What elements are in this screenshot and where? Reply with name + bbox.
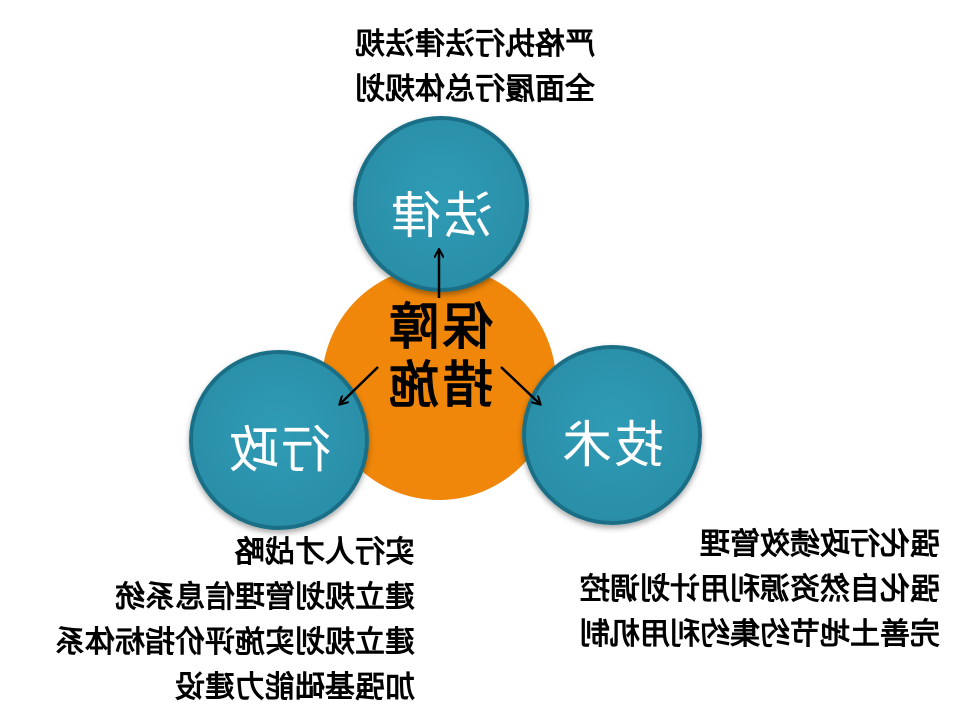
arrow-to-tech bbox=[340, 366, 379, 404]
admin-measure: 强化行政绩效管理 bbox=[700, 527, 940, 562]
tech-measures: 实行人才战略 建立规划管理信息系统 建立规划实施评价指标体系 加强基础能力建设 bbox=[55, 530, 415, 710]
tech-measure: 建立规划实施评价指标体系 bbox=[55, 625, 415, 660]
arrow-to-admin bbox=[500, 366, 540, 404]
admin-measure: 强化自然资源利用计划调控 bbox=[580, 572, 940, 607]
tech-measure: 实行人才战略 bbox=[235, 535, 415, 570]
law-measure: 严格执行法律法规 bbox=[355, 27, 595, 62]
law-measures: 严格执行法律法规 全面履行总体规划 bbox=[310, 22, 640, 112]
law-measure: 全面履行总体规划 bbox=[355, 72, 595, 107]
law-label: 法律 bbox=[389, 187, 493, 245]
admin-measures: 强化行政绩效管理 强化自然资源利用计划调控 完善土地节约集约利用机制 bbox=[580, 522, 940, 657]
center-label-line1: 保障 bbox=[385, 298, 493, 356]
tech-measure: 加强基础能力建设 bbox=[175, 670, 415, 705]
center-label-line2: 措施 bbox=[385, 356, 493, 414]
admin-label: 行政 bbox=[227, 421, 331, 479]
tech-measure: 建立规划管理信息系统 bbox=[115, 580, 415, 615]
admin-measure: 完善土地节约集约利用机制 bbox=[580, 617, 940, 652]
tech-label: 技术 bbox=[560, 416, 664, 474]
